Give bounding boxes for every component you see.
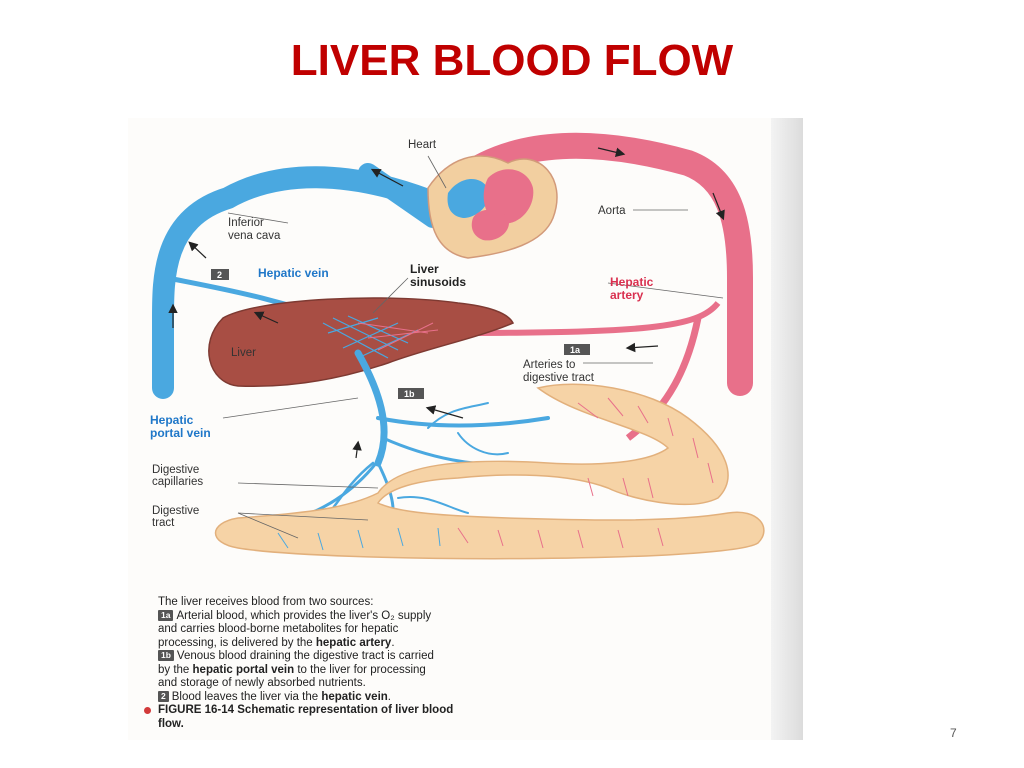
heart: [427, 155, 558, 259]
caption-item-1b-line3: and storage of newly absorbed nutrients.: [158, 677, 366, 689]
inferior-vena-cava-vessel: [152, 166, 439, 399]
label-liver: Liver: [231, 347, 256, 359]
page-edge-shadow: [771, 118, 803, 740]
label-digestive-tract-line1: Digestive: [152, 505, 199, 517]
badge-2: 2: [158, 690, 169, 702]
label-heart: Heart: [408, 139, 437, 151]
label-hepatic-portal-vein-line2: portal vein: [150, 426, 211, 440]
bullet-dot-icon: [144, 707, 151, 714]
label-inferior-vena-cava-line1: Inferior: [228, 217, 264, 229]
badge-1a: 1a: [158, 609, 174, 621]
figure-caption: The liver receives blood from two source…: [144, 596, 768, 731]
liver-organ: [208, 297, 515, 388]
liver-circulation-diagram: Heart Aorta Inferior vena cava 2 Hepatic…: [150, 132, 765, 560]
label-digestive-capillaries-line2: capillaries: [152, 476, 203, 488]
caption-1a-text-1: Arterial blood, which provides the liver…: [176, 609, 432, 622]
label-arteries-to-digestive-line1: Arteries to: [523, 359, 575, 371]
caption-item-1a-line3: processing, is delivered by the hepatic …: [158, 637, 768, 651]
caption-2-text-a: Blood leaves the liver via the: [171, 690, 322, 703]
label-hepatic-portal-vein-line1: Hepatic: [150, 413, 194, 427]
caption-1a-text-3c: .: [391, 636, 395, 649]
label-aorta: Aorta: [598, 205, 626, 217]
figure-panel: Heart Aorta Inferior vena cava 2 Hepatic…: [128, 118, 803, 740]
figure-title-line1: FIGURE 16-14 Schematic representation of…: [144, 704, 768, 718]
caption-intro: The liver receives blood from two source…: [158, 596, 374, 608]
label-inferior-vena-cava-line2: vena cava: [228, 230, 281, 242]
badge-2-figure: [211, 269, 229, 280]
leader-lines: [222, 155, 724, 539]
flow-arrows: [168, 147, 725, 459]
figure-title-line2: flow.: [158, 717, 184, 730]
caption-2-text-c: .: [387, 690, 391, 703]
page-number: 7: [950, 726, 957, 740]
badge-1a-figure: [564, 344, 590, 355]
caption-item-1b-line2: by the hepatic portal vein to the liver …: [158, 664, 768, 678]
badge-1b-figure: [398, 388, 424, 399]
superior-vena-cava-vessel: [358, 163, 443, 228]
caption-hepatic-portal-vein-bold: hepatic portal vein: [192, 663, 295, 676]
badge-2-figure-text: 2: [217, 270, 222, 280]
caption-1b-text-2a: by the: [158, 663, 193, 676]
label-hepatic-artery-line1: Hepatic: [610, 275, 654, 289]
aorta-vessel: [450, 132, 753, 396]
caption-1a-text-3a: processing, is delivered by the: [158, 636, 316, 649]
label-digestive-tract-line2: tract: [152, 517, 175, 529]
label-hepatic-vein: Hepatic vein: [258, 266, 329, 280]
caption-1b-text-1: Venous blood draining the digestive trac…: [176, 650, 434, 662]
badge-1b: 1b: [158, 650, 174, 661]
slide-title: LIVER BLOOD FLOW: [290, 36, 734, 85]
badge-1a-figure-text: 1a: [570, 345, 581, 355]
label-liver-sinusoids-line1: Liver: [410, 262, 439, 276]
label-arteries-to-digestive-line2: digestive tract: [523, 372, 595, 384]
caption-1b-text-2c: to the liver for processing: [294, 663, 426, 676]
label-liver-sinusoids-line2: sinusoids: [410, 275, 466, 289]
caption-hepatic-artery-bold: hepatic artery: [315, 636, 392, 649]
label-hepatic-artery-line2: artery: [610, 288, 644, 302]
label-digestive-capillaries-line1: Digestive: [152, 464, 199, 476]
caption-item-1a-line2: and carries blood-borne metabolites for …: [158, 623, 399, 635]
digestive-tract: [215, 383, 765, 560]
badge-1b-figure-text: 1b: [404, 389, 415, 399]
liver-sinusoids-network: [322, 315, 419, 359]
hepatic-artery-vessel: [437, 301, 721, 336]
caption-hepatic-vein-bold: hepatic vein: [321, 690, 388, 703]
figure-title-text-1: FIGURE 16-14 Schematic representation of…: [158, 704, 454, 716]
